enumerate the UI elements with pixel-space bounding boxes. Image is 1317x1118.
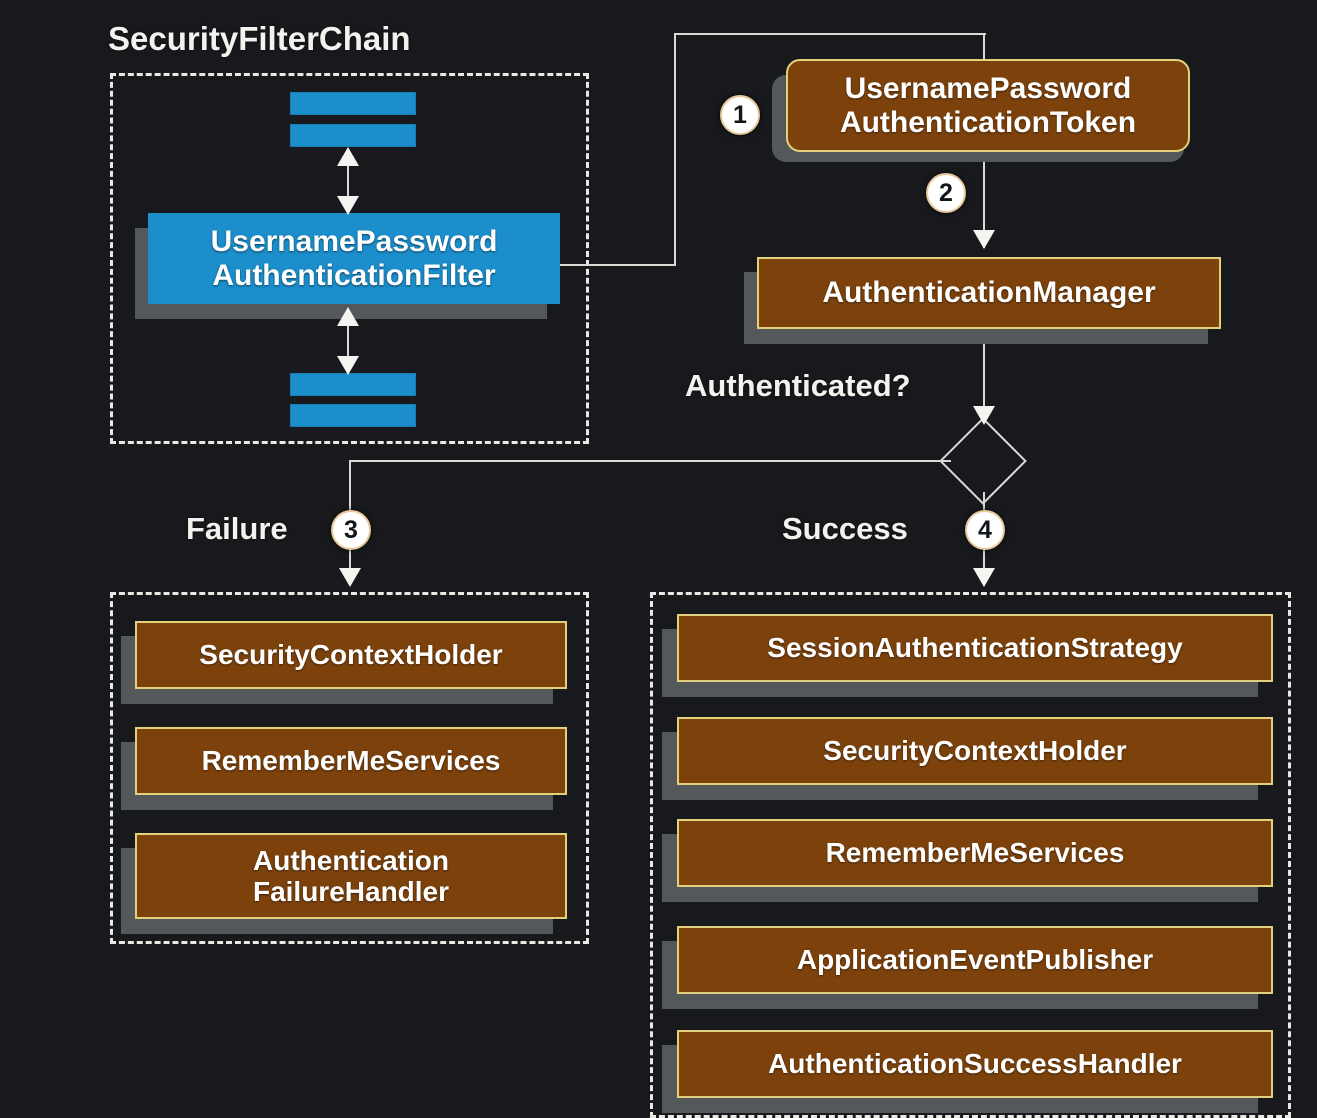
step-4-badge: 4: [965, 510, 1005, 550]
filter-top-connector-arrow-up: [337, 147, 359, 166]
token-node-label-line1: UsernamePassword: [844, 71, 1132, 105]
security-filter-chain-group: [110, 73, 589, 444]
filter-to-token-h1: [558, 264, 676, 266]
decision-to-failure-h: [350, 460, 951, 462]
filter-bar-top-1: [290, 92, 416, 115]
filter-top-connector-line: [347, 152, 349, 212]
filter-to-token-h2: [674, 33, 986, 35]
success-item-1-label: SecurityContextHolder: [823, 735, 1127, 767]
authenticated-decision-diamond: [939, 417, 1027, 505]
step-1-badge: 1: [720, 95, 760, 135]
success-item-3[interactable]: ApplicationEventPublisher: [677, 926, 1273, 994]
filter-bar-top-2: [290, 124, 416, 147]
token-node-label: UsernamePassword AuthenticationToken: [840, 72, 1136, 139]
success-item-4-label: AuthenticationSuccessHandler: [768, 1048, 1182, 1080]
token-to-manager-arrow: [973, 230, 995, 249]
failure-item-1[interactable]: RememberMeServices: [135, 727, 567, 795]
success-branch-arrow: [973, 568, 995, 587]
success-item-3-label: ApplicationEventPublisher: [796, 944, 1154, 976]
security-filter-chain-title: SecurityFilterChain: [108, 20, 411, 57]
success-actions-group: [650, 592, 1291, 1118]
filter-bottom-connector-arrow-up: [337, 307, 359, 326]
failure-item-2-label-line2: FailureHandler: [252, 876, 450, 907]
step-4-label: 4: [978, 515, 992, 544]
success-item-1[interactable]: SecurityContextHolder: [677, 717, 1273, 785]
filter-bottom-connector-line: [347, 312, 349, 372]
success-item-2[interactable]: RememberMeServices: [677, 819, 1273, 887]
filter-node-label-line1: UsernamePassword: [210, 224, 498, 258]
filter-bar-bottom-2: [290, 404, 416, 427]
success-branch-label: Success: [782, 511, 908, 546]
filter-node-label: UsernamePassword AuthenticationFilter: [211, 225, 498, 292]
failure-item-2-label-line1: Authentication: [253, 844, 449, 876]
failure-branch-label: Failure: [186, 511, 288, 546]
failure-item-2-label: Authentication FailureHandler: [253, 845, 449, 908]
failure-branch-arrow: [339, 568, 361, 587]
failure-item-0[interactable]: SecurityContextHolder: [135, 621, 567, 689]
decision-question-label: Authenticated?: [685, 368, 911, 403]
failure-item-2[interactable]: Authentication FailureHandler: [135, 833, 567, 919]
step-3-badge: 3: [331, 510, 371, 550]
manager-to-decision-line: [983, 329, 985, 414]
username-password-authentication-token-node[interactable]: UsernamePassword AuthenticationToken: [786, 59, 1190, 152]
filter-top-connector-arrow-down: [337, 196, 359, 215]
failure-item-0-label: SecurityContextHolder: [199, 639, 503, 671]
authentication-manager-label: AuthenticationManager: [822, 276, 1156, 310]
step-2-badge: 2: [926, 173, 966, 213]
filter-bar-bottom-1: [290, 373, 416, 396]
manager-to-decision-arrow: [973, 406, 995, 425]
failure-actions-group: [110, 592, 589, 944]
success-item-4[interactable]: AuthenticationSuccessHandler: [677, 1030, 1273, 1098]
step-3-label: 3: [344, 515, 358, 544]
username-password-authentication-filter-node[interactable]: UsernamePassword AuthenticationFilter: [148, 213, 560, 304]
step-1-label: 1: [733, 100, 747, 129]
authentication-manager-node[interactable]: AuthenticationManager: [757, 257, 1221, 329]
step-2-label: 2: [939, 178, 953, 207]
success-item-0-label: SessionAuthenticationStrategy: [767, 632, 1183, 664]
failure-item-1-label: RememberMeServices: [201, 745, 501, 777]
token-node-label-line2: AuthenticationToken: [839, 105, 1137, 139]
success-item-2-label: RememberMeServices: [825, 837, 1125, 869]
success-item-0[interactable]: SessionAuthenticationStrategy: [677, 614, 1273, 682]
filter-bottom-connector-arrow-down: [337, 356, 359, 375]
filter-to-token-v: [674, 33, 676, 266]
filter-node-label-line2: AuthenticationFilter: [212, 258, 496, 292]
